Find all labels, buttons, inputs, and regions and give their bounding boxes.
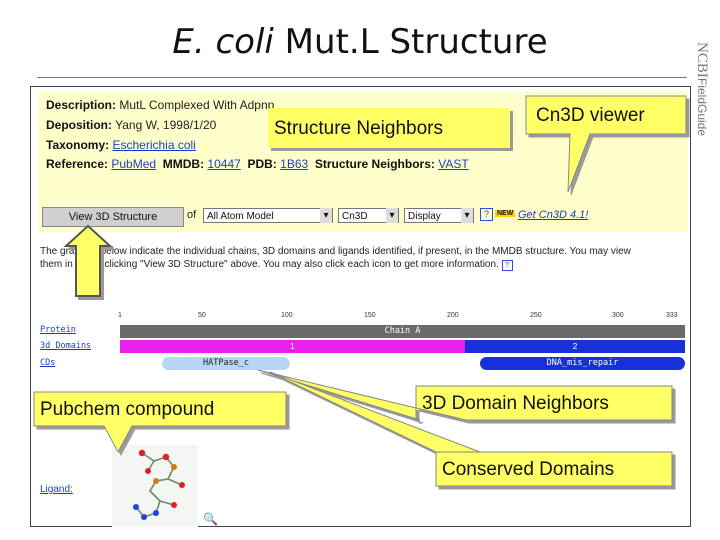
slide-title: E. coli Mut.L Structure	[0, 22, 720, 62]
mmdb-link[interactable]: 10447	[207, 157, 241, 171]
residue-axis: 1 50 100 150 200 250 300 333	[118, 312, 684, 324]
reference-row: Reference: PubMed MMDB: 10447 PDB: 1B63 …	[46, 157, 469, 171]
axis-tick: 100	[281, 312, 293, 319]
viewer-select-value: Cn3D	[342, 211, 368, 222]
axis-tick: 300	[612, 312, 624, 319]
mmdb-label: MMDB:	[162, 157, 205, 171]
info-line-2-post: by clicking "View 3D Structure" above. Y…	[88, 259, 499, 270]
hatpase-domain-bar[interactable]: HATPase_c	[162, 357, 290, 370]
domain-2-bar[interactable]: 2	[465, 340, 685, 353]
axis-tick: 250	[530, 312, 542, 319]
description-value: MutL Complexed With Adpnp	[119, 98, 275, 112]
structure-neighbors-label: Structure Neighbors:	[314, 157, 435, 171]
ncbi-fieldguide-logo: NCBI FieldGuide	[694, 42, 710, 136]
description-label: Description:	[46, 98, 117, 112]
ligand-molecule-image[interactable]	[112, 445, 198, 527]
cds-track-label[interactable]: CDs	[40, 358, 56, 368]
dna-mis-repair-domain-bar[interactable]: DNA_mis_repair	[480, 357, 685, 370]
conserved-domains-callout-text: Conserved Domains	[442, 459, 615, 480]
taxonomy-label: Taxonomy:	[46, 138, 110, 152]
taxonomy-link[interactable]: Escherichia coli	[112, 138, 196, 152]
display-select[interactable]: Display	[404, 208, 474, 223]
cn3d-viewer-callout-text: Cn3D viewer	[536, 105, 645, 126]
domain-neighbors-callout	[257, 369, 673, 421]
reference-label: Reference:	[46, 157, 109, 171]
title-species: E. coli	[172, 22, 274, 62]
logo-brand: NCBI	[694, 42, 710, 78]
axis-tick: 150	[364, 312, 376, 319]
vast-link[interactable]: VAST	[438, 157, 469, 171]
structure-neighbors-callout	[268, 108, 510, 148]
zoom-icon[interactable]: 🔍	[203, 512, 218, 526]
chain-a-bar[interactable]: Chain A	[120, 325, 685, 338]
protein-track-label[interactable]: Protein	[40, 325, 76, 335]
domain-1-bar[interactable]: 1	[120, 340, 465, 353]
pubmed-link[interactable]: PubMed	[111, 157, 157, 171]
domain-neighbors-callout-text: 3D Domain Neighbors	[422, 393, 609, 414]
axis-tick: 1	[118, 312, 122, 319]
logo-product: FieldGuide	[695, 78, 709, 136]
deposition-label: Deposition:	[46, 118, 112, 132]
description-row: Description: MutL Complexed With Adpnp	[46, 98, 274, 112]
new-badge: NEW	[495, 210, 516, 217]
of-label: of	[187, 209, 197, 221]
pdb-link[interactable]: 1B63	[280, 157, 309, 171]
info-line-1: The graphics below indicate the individu…	[40, 246, 631, 257]
info-line-2-pre: them in	[40, 259, 76, 270]
up-arrow-icon	[63, 224, 113, 297]
structure-neighbors-callout-text: Structure Neighbors	[274, 118, 443, 139]
axis-tick: 333	[666, 312, 678, 319]
display-select-value: Display	[408, 211, 441, 222]
model-select[interactable]: All Atom Model	[203, 208, 333, 223]
pubchem-callout-text: Pubchem compound	[40, 399, 215, 420]
conserved-domains-callout	[269, 371, 673, 487]
pdb-label: PDB:	[247, 157, 277, 171]
title-divider	[37, 77, 687, 78]
axis-tick: 50	[198, 312, 206, 319]
help-icon[interactable]: ?	[480, 208, 493, 221]
viewer-select[interactable]: Cn3D	[338, 208, 399, 223]
get-cn3d-link[interactable]: Get Cn3D 4.1!	[518, 209, 589, 221]
title-rest: Mut.L Structure	[273, 22, 548, 62]
deposition-row: Deposition: Yang W, 1998/1/20	[46, 118, 216, 132]
axis-tick: 200	[447, 312, 459, 319]
view-3d-structure-button[interactable]: View 3D Structure	[42, 207, 184, 227]
model-select-value: All Atom Model	[207, 211, 274, 222]
deposition-value: Yang W, 1998/1/20	[115, 118, 217, 132]
domains-track-label[interactable]: 3d Domains	[40, 341, 92, 351]
info-help-icon[interactable]: ?	[501, 260, 513, 271]
taxonomy-row: Taxonomy: Escherichia coli	[46, 138, 196, 152]
pubchem-compound-callout	[33, 391, 287, 454]
ligand-label[interactable]: Ligand:	[40, 484, 73, 495]
cn3d-viewer-callout	[525, 95, 687, 193]
